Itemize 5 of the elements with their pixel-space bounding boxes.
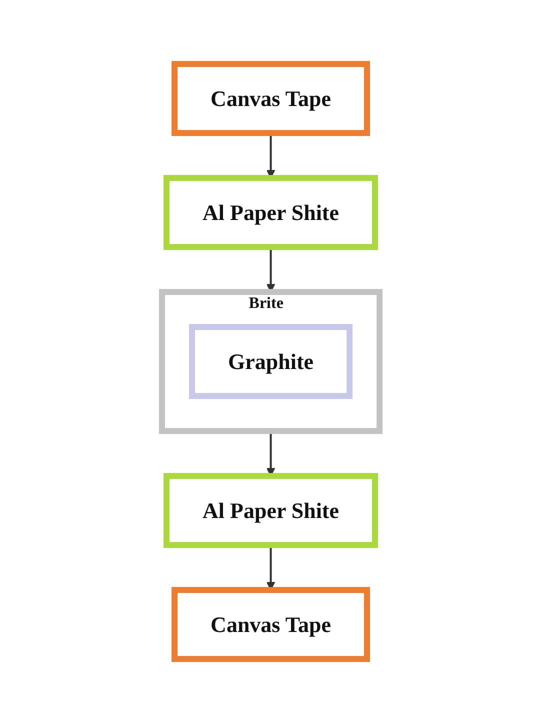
node-box: Canvas Tape <box>172 586 370 662</box>
node-box: Canvas Tape <box>172 60 370 136</box>
node-box: Al Paper Shite <box>164 472 378 548</box>
node-box: Graphite <box>189 324 353 398</box>
node-box: Al Paper Shite <box>164 174 378 250</box>
